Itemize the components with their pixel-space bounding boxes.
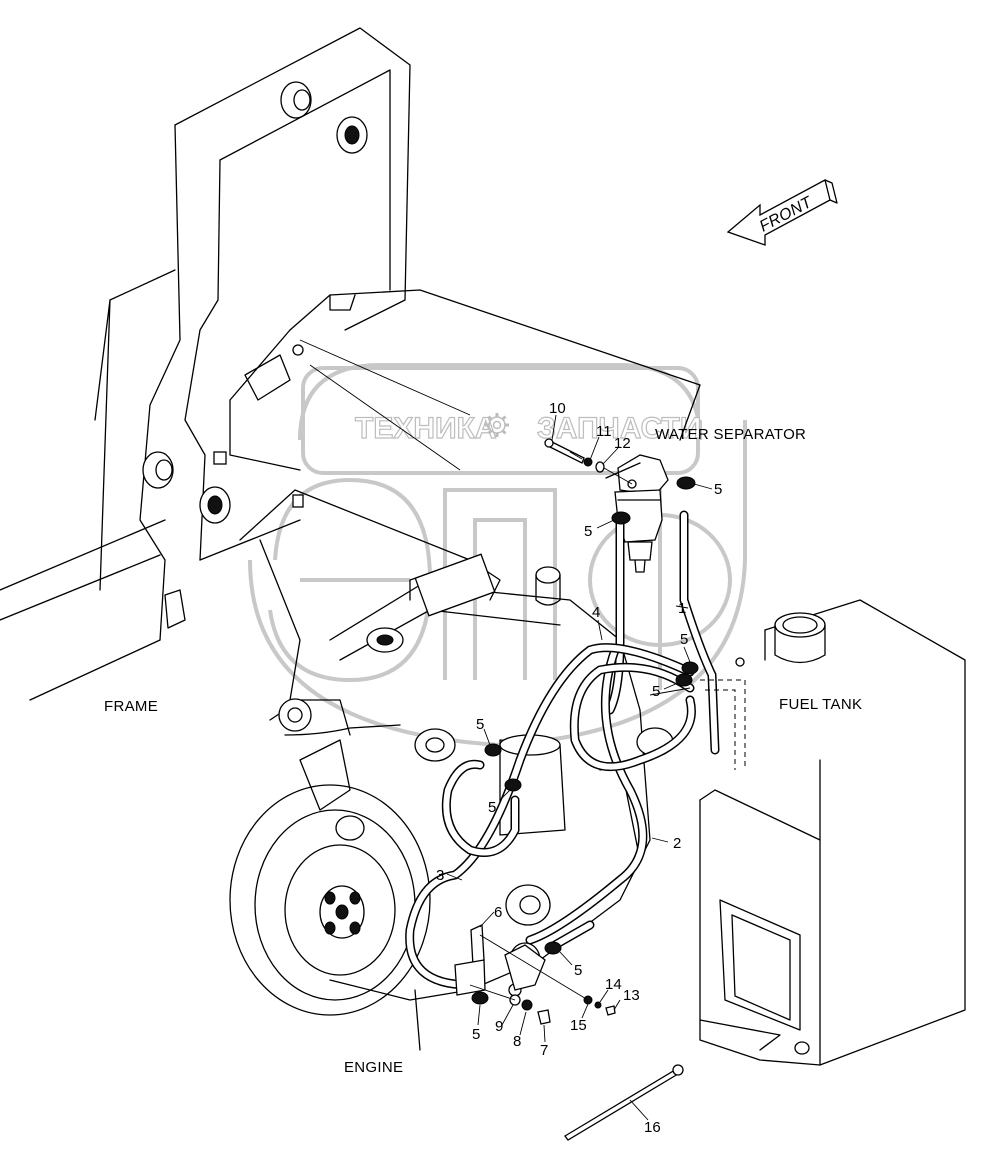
- callout-6: 6: [494, 904, 502, 921]
- callout-14: 14: [605, 976, 622, 993]
- hoses: [405, 510, 746, 990]
- callouts: 1 2 3 4 5 5 5 5 5 5 5 5 5 6 7 8 9 10 11 …: [436, 400, 722, 1136]
- callout-4: 4: [592, 604, 600, 621]
- washer-8: [521, 999, 533, 1011]
- frame-drawing: [0, 27, 411, 701]
- cable-tie-16: [564, 1064, 684, 1141]
- bolt-10: [544, 438, 585, 464]
- watermark-letter-e: [268, 477, 433, 683]
- callout-15: 15: [570, 1017, 587, 1034]
- label-water-separator: WATER SEPARATOR: [655, 426, 806, 443]
- label-frame: FRAME: [104, 698, 158, 715]
- leader-lines: [446, 414, 713, 1121]
- callout-5-tank-lower: 5: [652, 683, 660, 700]
- watermark-banner-box: [301, 366, 700, 475]
- callout-9: 9: [495, 1018, 503, 1035]
- callout-10: 10: [549, 400, 566, 417]
- callout-5-engine-upper: 5: [476, 716, 484, 733]
- label-fuel-tank: FUEL TANK: [779, 696, 862, 713]
- watermark-text-right: ЗАПЧАСТИ: [537, 412, 701, 445]
- callout-5-pump-right: 5: [574, 962, 582, 979]
- watermark-text-left: ТЕХНИКА: [355, 412, 497, 445]
- water-separator-drawing: [605, 454, 669, 573]
- callout-16: 16: [644, 1119, 661, 1136]
- callout-12: 12: [614, 435, 631, 452]
- gear-icon: [485, 413, 509, 437]
- arrow-left-icon: [726, 179, 831, 246]
- callout-1: 1: [678, 600, 686, 617]
- bolt-13: [605, 1005, 616, 1016]
- bolt-axis-line: [603, 467, 633, 485]
- washer-11: [583, 457, 593, 467]
- watermark-frame-outline: [248, 420, 747, 748]
- washer-14: [594, 1001, 602, 1009]
- bolt-7: [537, 1009, 551, 1025]
- flywheel-bolts: [324, 891, 361, 935]
- fuel-tank-drawing: [699, 599, 966, 1066]
- callout-5-tank-upper: 5: [680, 631, 688, 648]
- callout-5-water-separator-left: 5: [584, 523, 592, 540]
- callout-3: 3: [436, 867, 444, 884]
- callout-2: 2: [673, 835, 681, 852]
- fuel-filter-pump: [504, 942, 546, 997]
- engine-drawing: [229, 553, 674, 1051]
- label-engine: ENGINE: [344, 1059, 403, 1076]
- housing-drawing: [229, 289, 701, 701]
- callout-5-water-separator-right: 5: [714, 481, 722, 498]
- callout-11: 11: [596, 423, 612, 440]
- callout-8: 8: [513, 1033, 521, 1050]
- callout-7: 7: [540, 1042, 548, 1059]
- callout-13: 13: [623, 987, 640, 1004]
- washer-12: [595, 461, 605, 473]
- watermark: ТЕХНИКА ЗАПЧАСТИ: [248, 363, 747, 748]
- frame-bushing: [142, 81, 368, 524]
- callout-5-pump-left: 5: [472, 1026, 480, 1043]
- flywheel-housing: [229, 784, 431, 1016]
- watermark-banner: [298, 363, 702, 441]
- callout-5-engine-middle: 5: [488, 799, 496, 816]
- front-direction-arrow: FRONT: [726, 179, 838, 246]
- hose-clamps: [471, 476, 699, 1005]
